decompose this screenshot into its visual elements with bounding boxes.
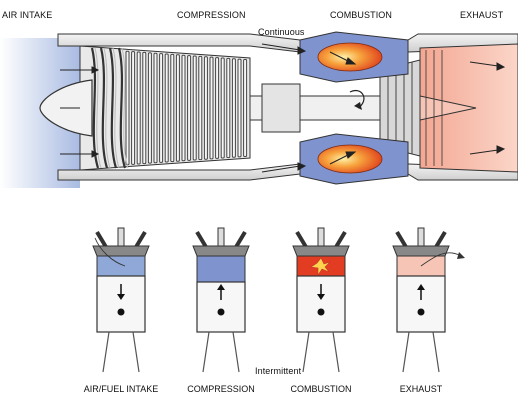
cylinder-head: [193, 246, 249, 256]
piston-cylinder: [193, 228, 249, 372]
compressor-blade: [126, 51, 129, 165]
flame-bottom: [318, 145, 382, 173]
compressor-blade: [204, 57, 207, 159]
compressor-blade: [232, 59, 235, 157]
compressor-blade: [188, 56, 191, 161]
connecting-rod: [403, 332, 439, 372]
connecting-rod: [103, 332, 139, 372]
compressor-blade: [143, 52, 146, 163]
piston-cylinder: [293, 228, 349, 372]
compressor-blade: [132, 52, 135, 165]
piston-label-exhaust: EXHAUST: [376, 384, 466, 394]
compressor-blade: [216, 58, 219, 159]
compressor-blade: [137, 52, 140, 164]
cylinder-head: [93, 246, 149, 256]
connecting-rod: [203, 332, 239, 372]
compressor-blade: [182, 55, 185, 161]
compressor-blade: [210, 57, 213, 159]
compressor-blade: [244, 60, 247, 157]
compressor-blade: [165, 54, 168, 162]
wrist-pin: [218, 309, 225, 316]
compressor-blade: [160, 54, 163, 163]
gas-chamber: [97, 256, 145, 276]
piston-cylinder: [93, 228, 149, 372]
diffuser: [262, 84, 300, 132]
cylinder-head: [293, 246, 349, 256]
piston-label-combustion: COMBUSTION: [276, 384, 366, 394]
compressor-blade: [227, 58, 230, 157]
piston-label-compression: COMPRESSION: [176, 384, 266, 394]
compressor-blade: [199, 56, 202, 159]
flame-top: [318, 43, 382, 71]
compressor-blade: [154, 53, 157, 163]
compressor-blade: [193, 56, 196, 160]
compressor-blade: [176, 55, 179, 161]
intermittent-label: Intermittent: [255, 366, 301, 376]
connecting-rod: [303, 332, 339, 372]
compressor-blade: [238, 59, 241, 157]
wrist-pin: [118, 309, 125, 316]
compressor-blade: [171, 54, 174, 161]
wrist-pin: [418, 309, 425, 316]
wrist-pin: [318, 309, 325, 316]
compressor-blade: [148, 53, 151, 163]
piston-cylinder: [393, 228, 465, 372]
gas-chamber: [197, 256, 245, 282]
piston-label-air-fuel-intake: AIR/FUEL INTAKE: [76, 384, 166, 394]
compressor-blade: [221, 58, 224, 158]
piston-engine-cycle: [93, 228, 465, 372]
